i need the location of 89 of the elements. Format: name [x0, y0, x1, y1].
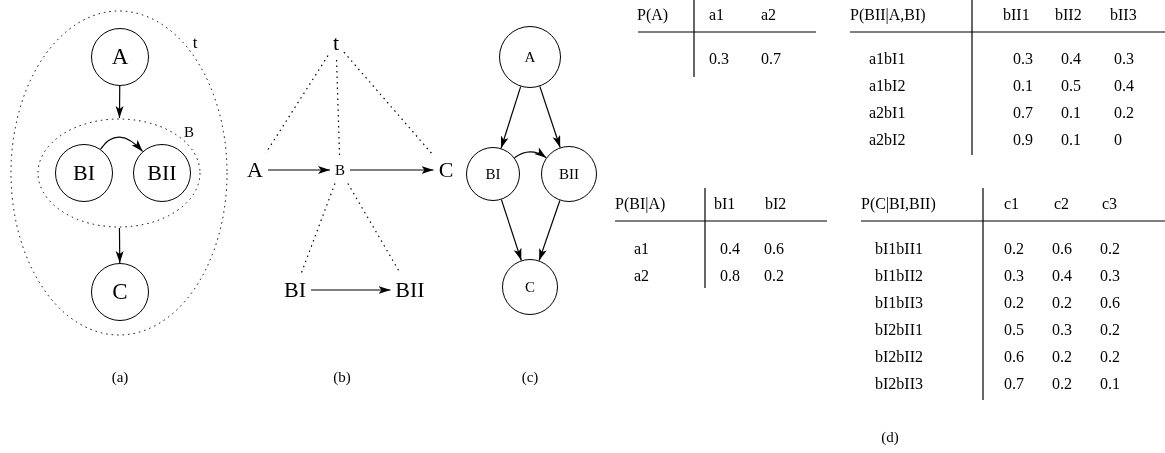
probability-value: 0.7 — [761, 51, 781, 67]
probability-value: 0.3 — [709, 51, 729, 67]
node-label: t — [332, 32, 340, 54]
row-label: a1bI1 — [869, 51, 906, 67]
probability-value: 0.7 — [1013, 105, 1033, 121]
arrow — [500, 199, 522, 261]
arrow — [99, 136, 144, 152]
group-label: B — [184, 124, 194, 140]
probability-value: 0.6 — [764, 241, 784, 257]
row-label: bI2bII3 — [875, 376, 923, 392]
column-header: bII3 — [1110, 7, 1137, 23]
probability-value: 0.5 — [1061, 78, 1081, 94]
arrow — [513, 147, 547, 159]
table-title: P(BI|A) — [615, 196, 666, 212]
row-label: bI2bII1 — [875, 322, 923, 338]
arrow — [538, 199, 561, 262]
arrow — [500, 85, 522, 149]
arrow — [539, 85, 561, 149]
row-label: bI1bII1 — [875, 241, 923, 257]
node-label: A — [247, 159, 263, 181]
probability-value: 0.6 — [1052, 241, 1072, 257]
probability-value: 0.1 — [1061, 105, 1081, 121]
probability-value: 0.2 — [1114, 105, 1134, 121]
arrow — [349, 166, 435, 174]
column-header: c2 — [1054, 196, 1070, 212]
probability-value: 0.1 — [1100, 376, 1120, 392]
column-header: bI2 — [765, 196, 787, 212]
dotted-ellipse-group — [10, 10, 228, 336]
probability-value: 0.2 — [1100, 241, 1120, 257]
probability-value: 0.3 — [1004, 268, 1024, 284]
column-header: c3 — [1102, 196, 1118, 212]
column-header: bII2 — [1055, 7, 1082, 23]
dotted-line — [300, 182, 336, 274]
probability-value: 0 — [1114, 132, 1122, 148]
node-label: C — [438, 159, 454, 181]
column-header: a2 — [761, 7, 777, 23]
panel-caption: (a) — [111, 369, 129, 385]
column-header: bI1 — [714, 196, 736, 212]
node-label: B — [335, 162, 345, 178]
probability-value: 0.2 — [1004, 295, 1024, 311]
row-label: a2 — [634, 268, 650, 284]
panel-caption: (c) — [521, 369, 539, 385]
probability-value: 0.4 — [1061, 51, 1081, 67]
probability-value: 0.1 — [1061, 132, 1081, 148]
probability-value: 0.3 — [1114, 51, 1134, 67]
column-header: bII1 — [1003, 7, 1030, 23]
row-label: a2bI1 — [869, 105, 906, 121]
table-title: P(BII|A,BI) — [850, 7, 926, 23]
row-label: a1 — [634, 241, 650, 257]
probability-value: 0.6 — [1004, 349, 1024, 365]
probability-value: 0.2 — [1100, 349, 1120, 365]
arrow — [115, 85, 124, 119]
column-header: a1 — [709, 7, 725, 23]
probability-value: 0.8 — [720, 268, 740, 284]
node-label: BI — [284, 279, 306, 301]
row-label: bI2bII2 — [875, 349, 923, 365]
probability-value: 0.3 — [1052, 322, 1072, 338]
probability-value: 0.2 — [1004, 241, 1024, 257]
probability-value: 0.3 — [1013, 51, 1033, 67]
node-label: BII — [395, 279, 425, 301]
dotted-line — [335, 59, 341, 158]
group-label: t — [192, 33, 198, 51]
probability-value: 0.2 — [1052, 376, 1072, 392]
probability-value: 0.6 — [1100, 295, 1120, 311]
probability-value: 0.4 — [720, 241, 740, 257]
column-header: c1 — [1004, 196, 1020, 212]
row-label: bI1bII3 — [875, 295, 923, 311]
probability-value: 0.1 — [1013, 78, 1033, 94]
row-label: a1bI2 — [869, 78, 906, 94]
probability-value: 0.2 — [1052, 295, 1072, 311]
table-title: P(A) — [637, 7, 669, 23]
probability-value: 0.2 — [1100, 322, 1120, 338]
table-title: P(C|BI,BII) — [861, 196, 936, 212]
panel-caption: (b) — [333, 369, 351, 385]
probability-value: 0.5 — [1004, 322, 1024, 338]
probability-value: 0.4 — [1052, 268, 1072, 284]
arrow — [310, 286, 392, 294]
probability-value: 0.9 — [1013, 132, 1033, 148]
probability-value: 0.7 — [1004, 376, 1024, 392]
probability-value: 0.2 — [1052, 349, 1072, 365]
probability-value: 0.2 — [764, 268, 784, 284]
probability-value: 0.3 — [1100, 268, 1120, 284]
panel-caption: (d) — [881, 429, 899, 445]
probability-value: 0.4 — [1114, 78, 1134, 94]
row-label: bI1bII2 — [875, 268, 923, 284]
arrow — [115, 227, 124, 264]
row-label: a2bI2 — [869, 132, 906, 148]
dotted-ellipse-group — [37, 118, 201, 228]
arrow — [267, 166, 331, 174]
